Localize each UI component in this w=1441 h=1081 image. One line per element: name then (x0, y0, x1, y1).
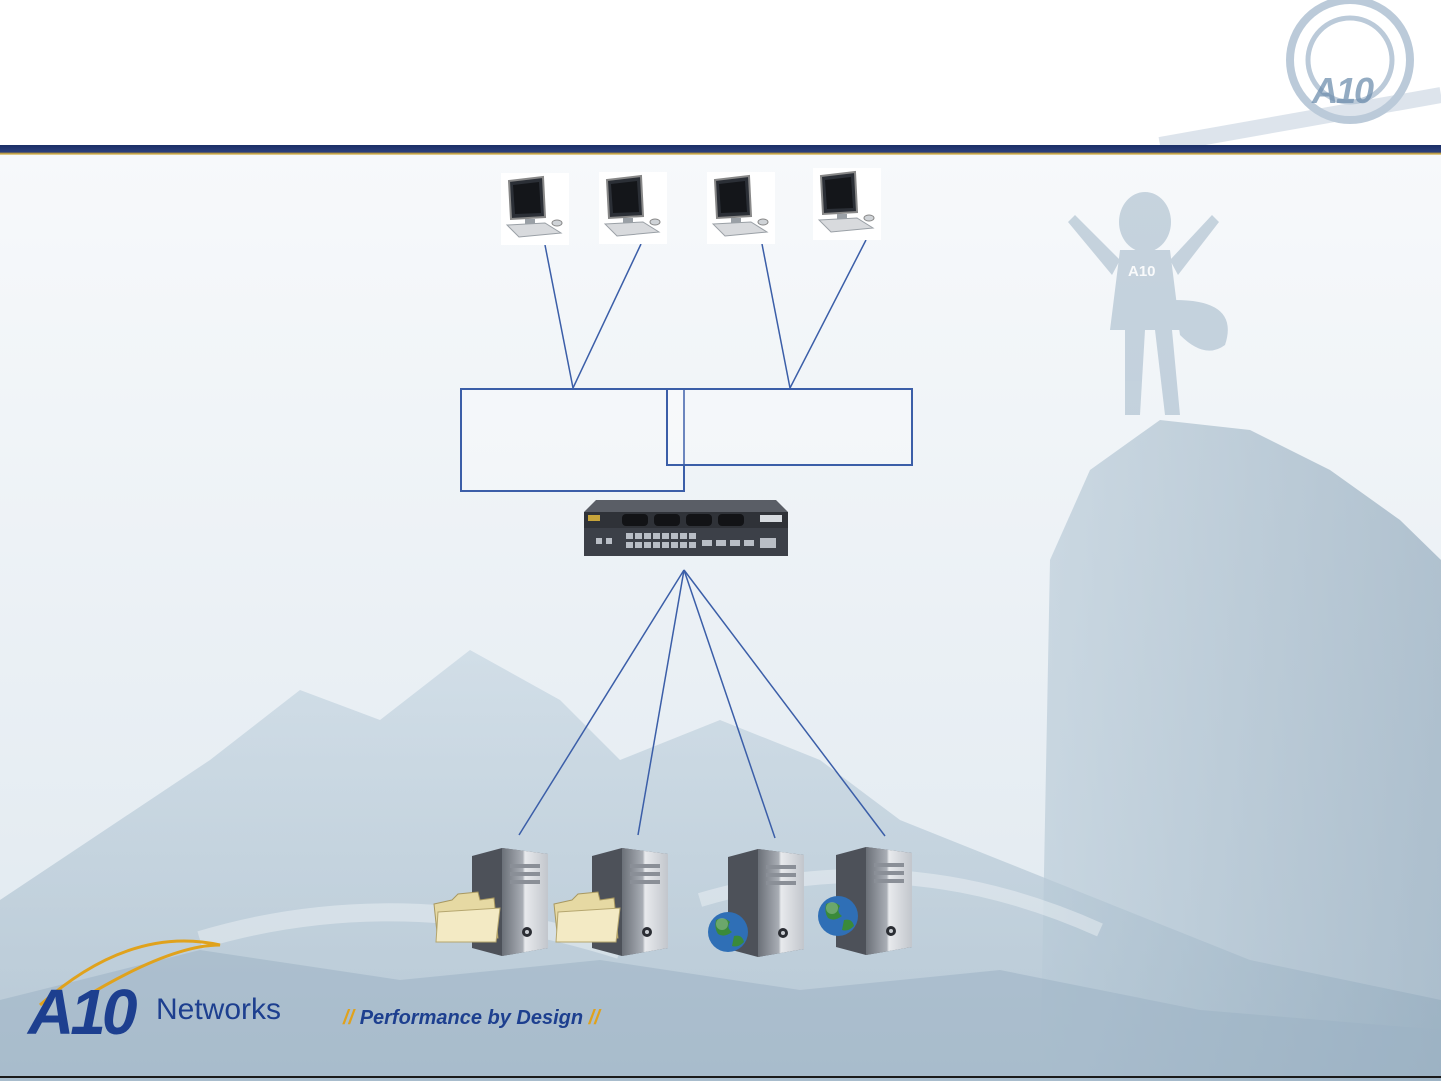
logo-tagline-group: // Performance by Design // (343, 1007, 600, 1030)
client-group-box-right (666, 388, 913, 466)
client-group-box-left (460, 388, 685, 492)
logo-wordmark: Networks (156, 993, 282, 1026)
logo-tagline: Performance by Design (359, 1007, 584, 1029)
web-server-icon (708, 849, 804, 957)
link-client-2 (572, 243, 642, 389)
link-server-2 (637, 569, 685, 836)
tagline-slash-right: // (588, 1007, 600, 1029)
corner-a10-logo: A10 (1312, 70, 1374, 111)
link-server-3 (683, 569, 776, 839)
mascot-chest-mark: A10 (1128, 263, 1156, 280)
link-client-1 (544, 244, 574, 389)
link-server-4 (683, 569, 886, 837)
corner-logo-decoration (1158, 0, 1441, 153)
header-rule (0, 145, 1441, 155)
a10-networks-logo: A10 Networks // Performance by Design // (20, 935, 680, 1048)
link-client-3 (761, 243, 791, 389)
link-server-1 (518, 569, 685, 836)
logo-brand: A10 (28, 976, 137, 1048)
header-area (0, 0, 1441, 145)
logo-swoosh-icon (39, 939, 221, 1007)
tagline-slash-left: // (343, 1007, 355, 1029)
link-client-4 (789, 239, 867, 389)
web-server-icon (818, 847, 912, 955)
bottom-rule (0, 1076, 1441, 1078)
